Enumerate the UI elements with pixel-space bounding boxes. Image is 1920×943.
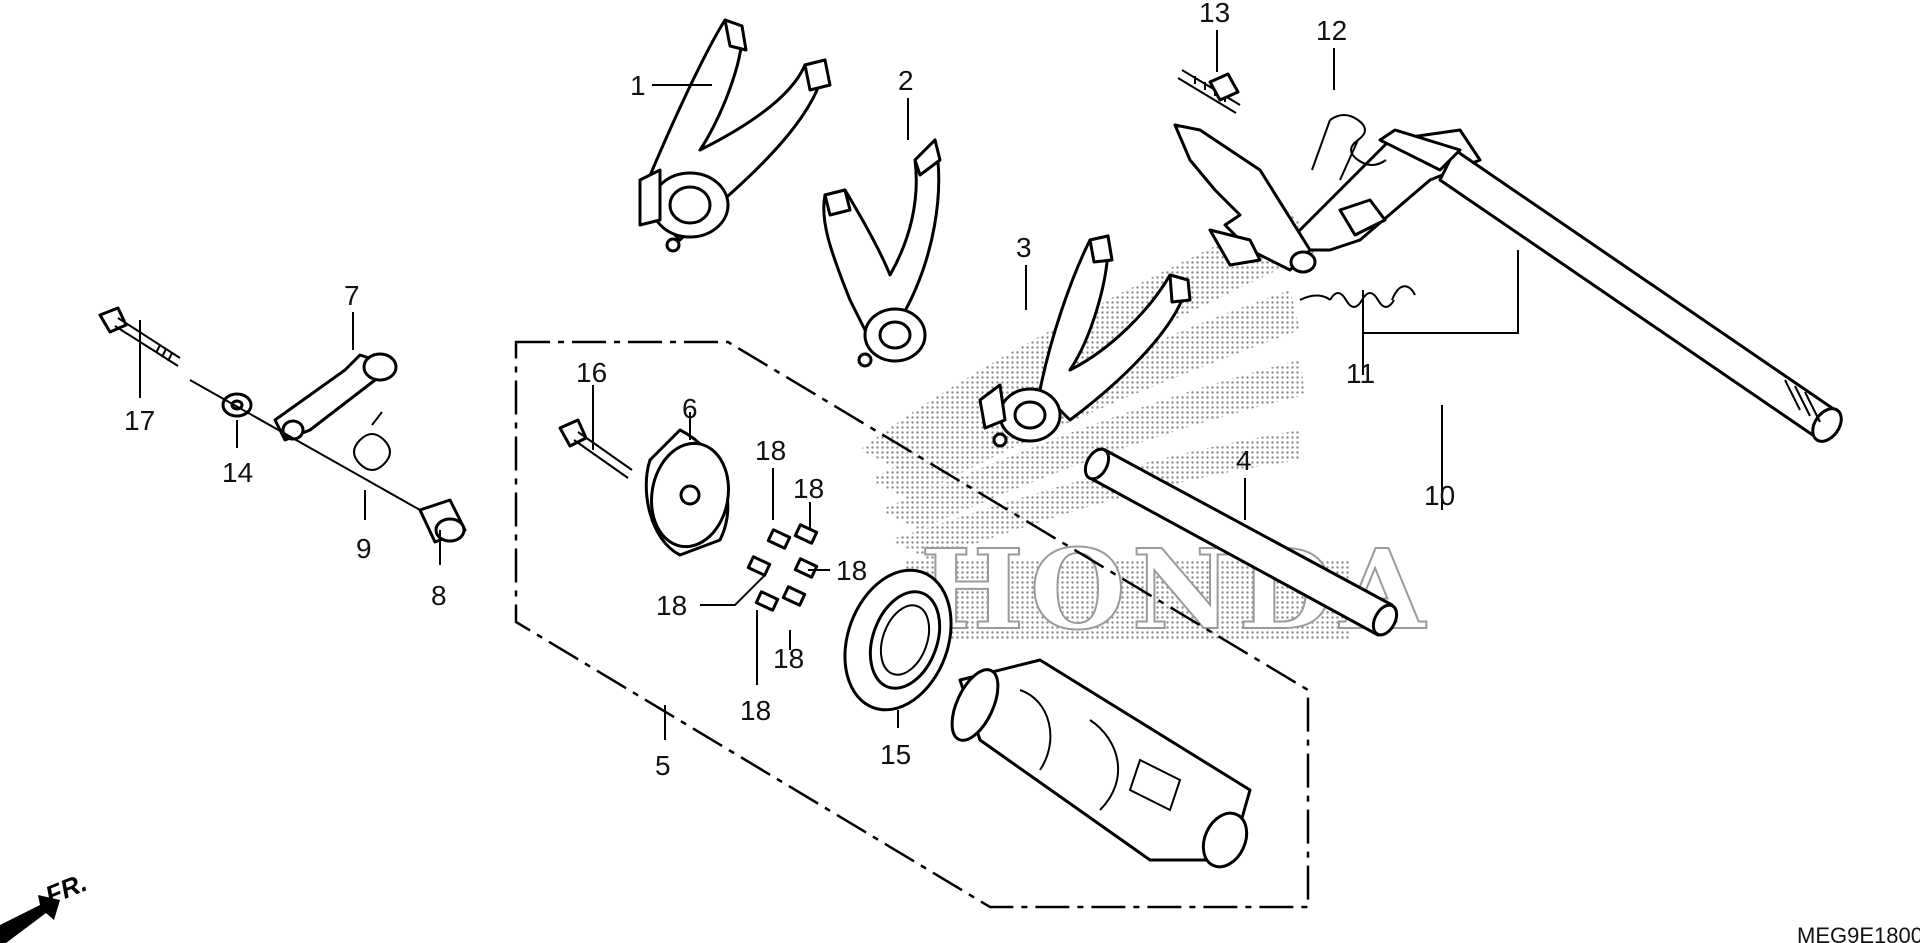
- callout-12: 12: [1316, 15, 1347, 46]
- callout-9: 9: [356, 533, 372, 564]
- callout-18d: 18: [656, 590, 687, 621]
- callout-17: 17: [124, 405, 155, 436]
- callout-16: 16: [576, 357, 607, 388]
- shift-fork-3: [978, 234, 1192, 448]
- assembly-outline: [514, 340, 1310, 909]
- fork-shaft-4: [1083, 447, 1399, 637]
- gearshift-spindle-10: [1278, 128, 1843, 443]
- drum-center-assembly: [558, 418, 730, 557]
- callout-18c: 18: [836, 555, 867, 586]
- callout-18b: 18: [793, 473, 824, 504]
- callout-5: 5: [655, 750, 671, 781]
- figure-code: MEG9E1800: [1797, 923, 1920, 943]
- callout-13: 13: [1199, 0, 1230, 28]
- callout-10: 10: [1424, 480, 1455, 511]
- callout-1: 1: [630, 70, 646, 101]
- shift-arm-assembly: [1173, 69, 1416, 308]
- callout-11: 11: [1346, 358, 1375, 389]
- bearing-15: [843, 568, 953, 712]
- callout-18e: 18: [773, 643, 804, 674]
- shift-fork-1: [638, 18, 832, 253]
- callouts: 1 2 3 4 5 6 7 8 9 10 11 12 13 14 15 16 1…: [124, 0, 1455, 781]
- callout-18a: 18: [755, 435, 786, 466]
- callout-6: 6: [682, 393, 698, 424]
- stopper-assembly: [98, 306, 467, 544]
- shift-drum: [950, 658, 1252, 869]
- leader-lines: [139, 30, 1519, 740]
- callout-7: 7: [344, 280, 360, 311]
- callout-14: 14: [222, 457, 253, 488]
- callout-15: 15: [880, 739, 911, 770]
- callout-8: 8: [431, 580, 447, 611]
- callout-18f: 18: [740, 695, 771, 726]
- front-direction-indicator: FR.: [0, 867, 91, 943]
- shift-fork-2: [822, 138, 942, 368]
- callout-2: 2: [898, 65, 914, 96]
- callout-3: 3: [1016, 232, 1032, 263]
- dowel-pins-18: [746, 523, 819, 612]
- callout-4: 4: [1236, 445, 1252, 476]
